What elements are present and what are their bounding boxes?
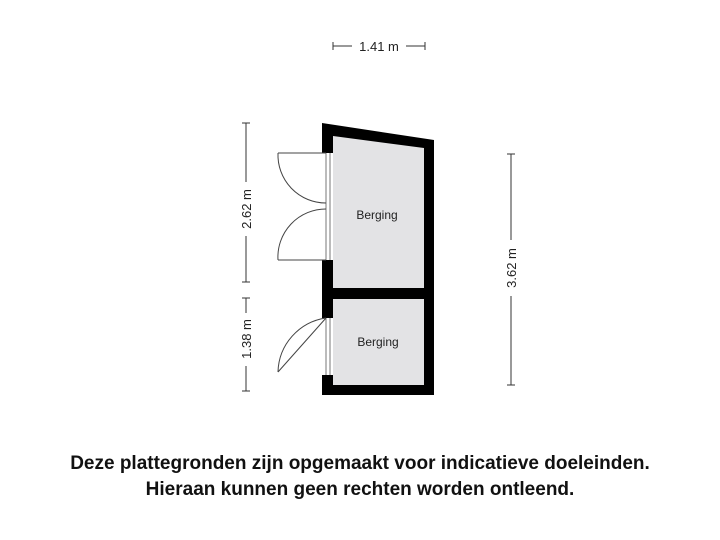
disclaimer-line-2: Hieraan kunnen geen rechten worden ontle… [145, 479, 575, 500]
room-label-upper: Berging [356, 208, 397, 222]
door-opening-lower [322, 318, 333, 375]
dimension-left-upper-label: 2.62 m [239, 189, 254, 229]
door-frames [325, 153, 331, 375]
room-lower-floor [333, 299, 424, 385]
disclaimer-line-1: Deze plattegronden zijn opgemaakt voor i… [70, 453, 650, 474]
double-door-upper [277, 152, 327, 261]
floor-plan: 1.41 m 2.62 m 1.38 m 3.62 m [239, 39, 519, 395]
dimension-left-upper: 2.62 m [239, 122, 254, 283]
dimension-top-label: 1.41 m [359, 39, 399, 54]
dimension-left-lower-label: 1.38 m [239, 319, 254, 359]
dimension-top: 1.41 m [332, 39, 426, 54]
dimension-right-label: 3.62 m [504, 248, 519, 288]
room-upper-floor [333, 136, 424, 288]
dimension-left-lower: 1.38 m [239, 297, 254, 392]
room-label-lower: Berging [357, 335, 398, 349]
door-opening-upper [322, 153, 333, 260]
door-lower [277, 317, 327, 373]
dimension-right: 3.62 m [504, 153, 519, 386]
